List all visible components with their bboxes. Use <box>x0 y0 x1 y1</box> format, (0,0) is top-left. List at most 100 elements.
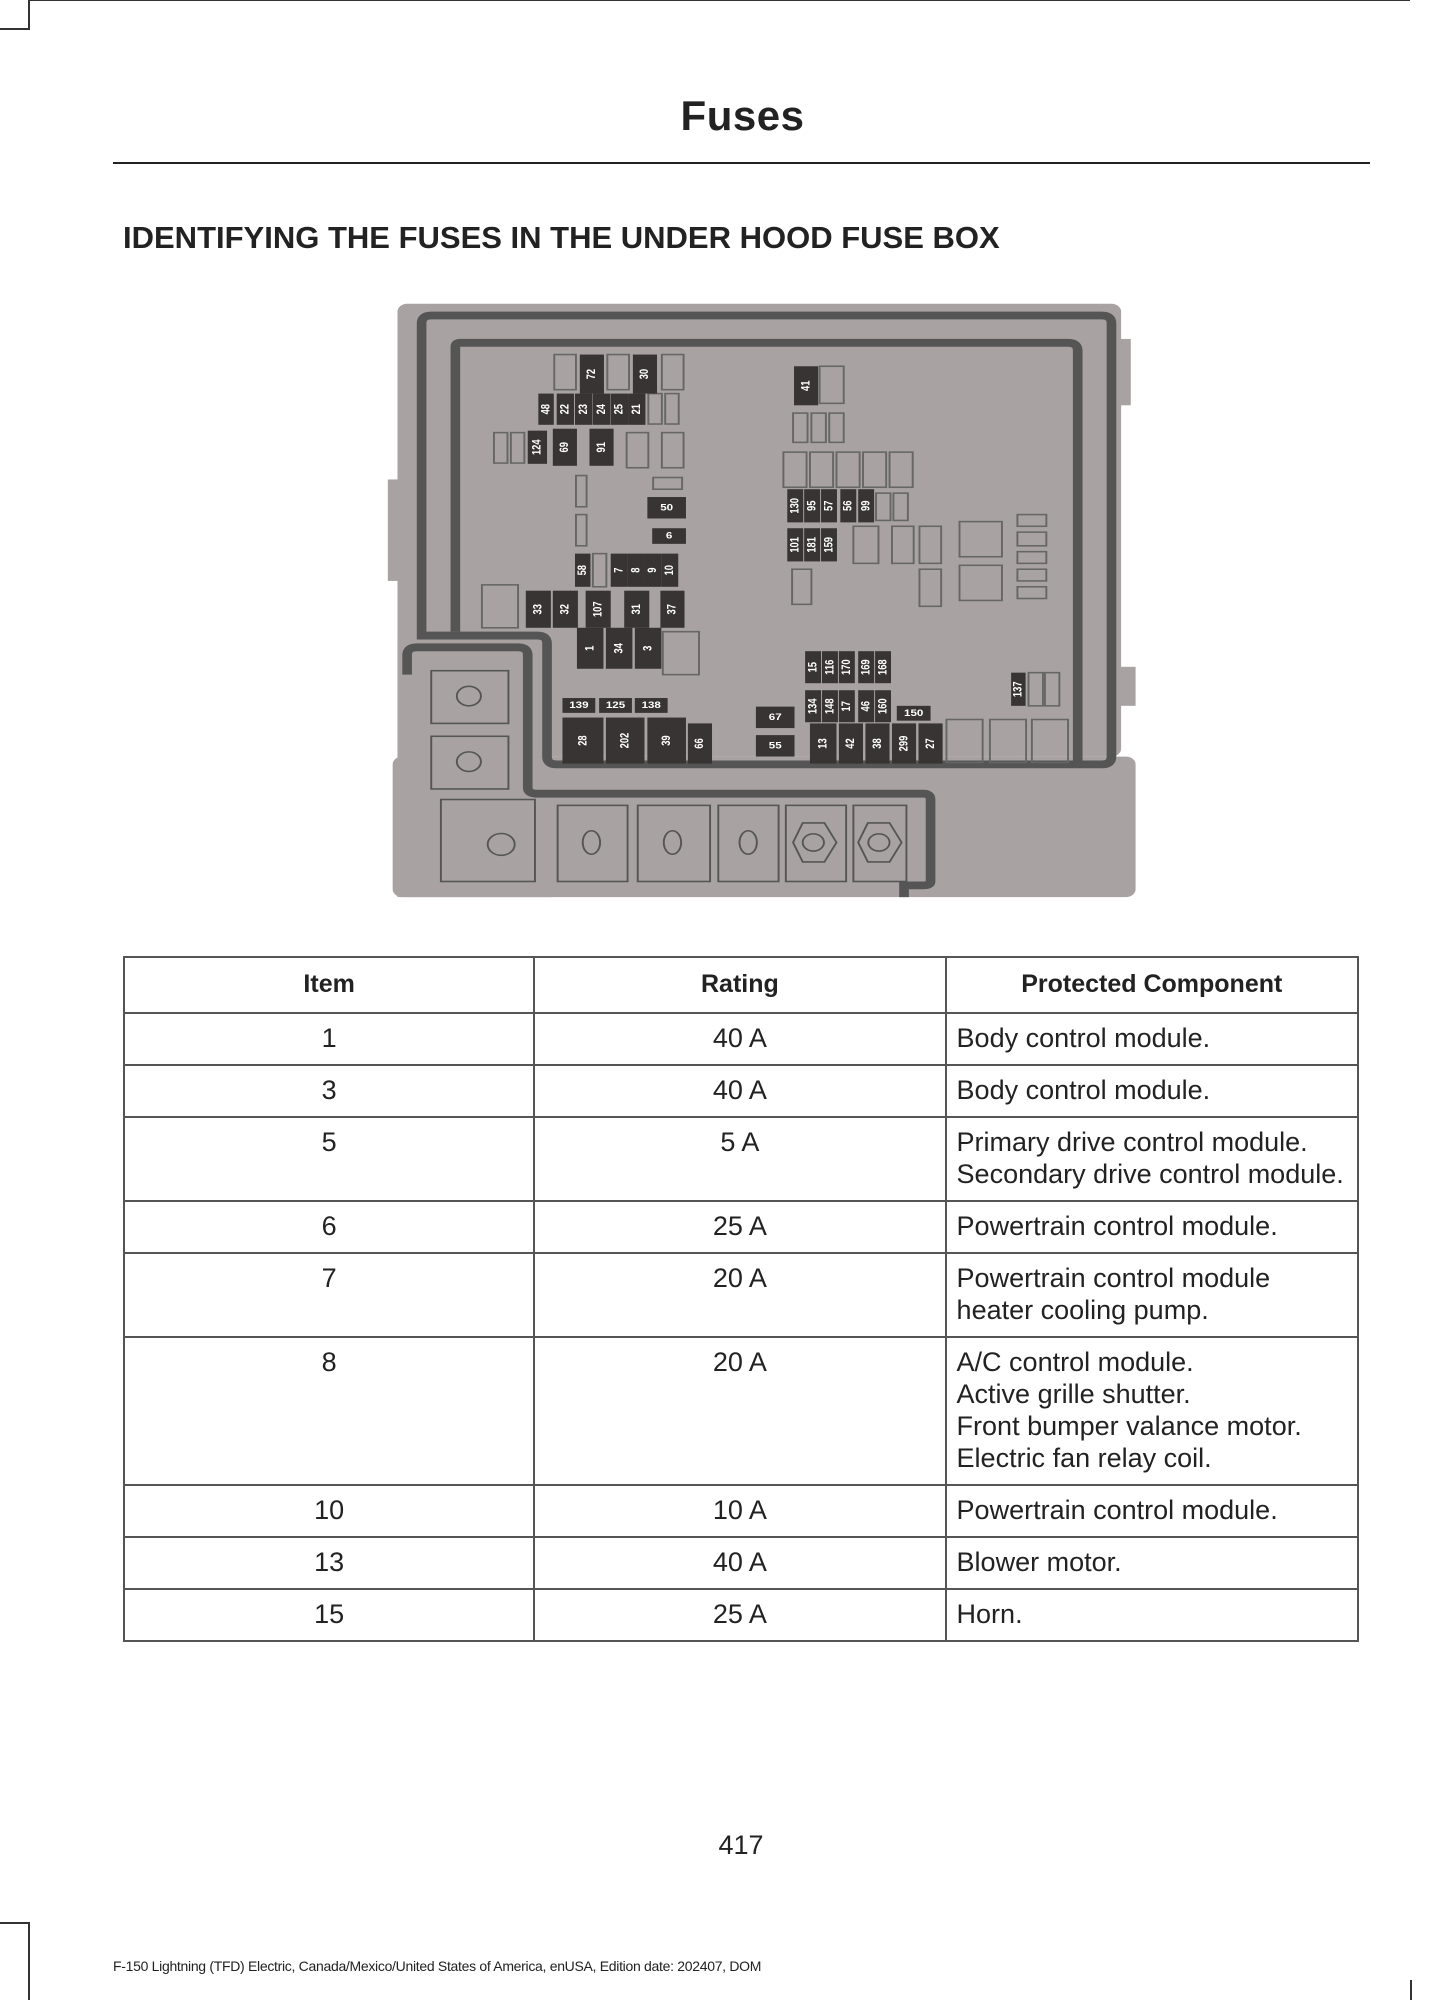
fuse-label: 91 <box>595 442 608 453</box>
protected-component-cell: Body control module. <box>944 1064 1360 1118</box>
fuse-body <box>579 354 604 394</box>
fuse: 159 <box>821 528 837 562</box>
fuse-label: 57 <box>822 500 835 511</box>
fuse: 168 <box>875 651 891 684</box>
fuse-label: 1 <box>584 646 597 651</box>
fuse-body <box>755 706 795 729</box>
fuse-label: 99 <box>860 500 873 511</box>
fuse-body <box>605 717 645 764</box>
fuse-body <box>821 489 837 523</box>
fuse-body <box>822 651 838 684</box>
fuse-label: 33 <box>532 604 545 615</box>
fuse-label: 137 <box>1012 681 1025 697</box>
fuse-label: 116 <box>823 660 836 675</box>
item-cell: 6 <box>122 1200 536 1254</box>
protected-component-cell: A/C control module.Active grille shutter… <box>944 1336 1360 1486</box>
fuse-body <box>647 717 686 764</box>
fuse: 99 <box>858 489 875 523</box>
item-cell: 5 <box>122 1116 536 1202</box>
fuse: 34 <box>605 627 633 669</box>
rating-cell: 10 A <box>533 1484 947 1538</box>
rating-cell: 40 A <box>533 1064 947 1118</box>
fuse-label: 168 <box>876 659 889 675</box>
fuse: 101 <box>787 528 804 562</box>
fuse-label: 7 <box>613 567 626 572</box>
fuse: 58 <box>575 553 591 587</box>
fuse-body <box>822 690 838 723</box>
fuse-label: 46 <box>860 701 873 712</box>
fuse: 50 <box>647 497 686 519</box>
fuse-label: 39 <box>660 735 673 746</box>
item-cell: 8 <box>122 1336 536 1486</box>
page-title: Fuses <box>680 92 805 139</box>
fuse-body <box>589 428 614 466</box>
fuse-body <box>918 723 943 764</box>
component-line: Front bumper valance motor. <box>956 1411 1302 1441</box>
fuse-body <box>634 698 668 713</box>
fuse-label: 6 <box>666 531 673 542</box>
component-line: Powertrain control module heater cooling… <box>956 1263 1271 1325</box>
crop-mark <box>28 1922 30 2000</box>
fuse: 116 <box>822 651 838 684</box>
fuse-body <box>821 528 837 562</box>
fuse-label: 22 <box>559 404 572 415</box>
fuse-label: 55 <box>769 741 782 752</box>
component-line: Blower motor. <box>956 1547 1122 1577</box>
fuse-label: 28 <box>576 735 589 746</box>
rating-cell: 25 A <box>533 1200 947 1254</box>
fuse-body <box>858 489 875 523</box>
protected-component-cell: Horn. <box>944 1588 1360 1642</box>
fuse-label: 3 <box>641 646 654 651</box>
fuse-body <box>628 393 646 425</box>
fuse-body <box>575 393 593 425</box>
item-cell: 7 <box>122 1252 536 1338</box>
fuse-body <box>858 690 875 723</box>
item-cell: 13 <box>122 1536 536 1590</box>
fuse-body <box>632 354 658 394</box>
component-line: Body control module. <box>956 1075 1211 1105</box>
fuse-label: 15 <box>806 662 819 673</box>
fuse-body <box>891 723 917 764</box>
fuse-body <box>644 553 662 587</box>
fuse: 181 <box>804 528 821 562</box>
fuse-body <box>647 497 686 519</box>
fuse: 17 <box>838 690 855 723</box>
protected-component-cell: Primary drive control module.Secondary d… <box>944 1116 1360 1202</box>
fuse-label: 50 <box>660 502 673 513</box>
fuse: 67 <box>755 706 795 729</box>
fuse: 57 <box>821 489 837 523</box>
fuse: 107 <box>585 590 611 628</box>
fuse: 134 <box>805 690 822 723</box>
fuse-label: 58 <box>576 565 589 576</box>
fuse: 6 <box>652 528 686 544</box>
component-line: Powertrain control module. <box>956 1211 1278 1241</box>
fuse-body <box>556 393 575 425</box>
fuse-body <box>838 690 855 723</box>
fuse-body <box>610 393 629 425</box>
fuse: 33 <box>525 590 551 628</box>
fuse-body <box>624 590 650 628</box>
fuse: 38 <box>865 723 890 764</box>
crop-mark <box>28 0 1410 1</box>
fuse: 41 <box>794 366 819 406</box>
fuse-body <box>794 366 819 406</box>
fuse-label: 37 <box>666 604 679 615</box>
fuse: 130 <box>787 489 804 523</box>
fuse-body <box>687 723 713 764</box>
protected-component-cell: Blower motor. <box>944 1536 1360 1590</box>
component-line: Electric fan relay coil. <box>956 1443 1212 1473</box>
rating-cell: 5 A <box>533 1116 947 1202</box>
fuse: 72 <box>579 354 604 394</box>
component-line: Body control module. <box>956 1023 1211 1053</box>
component-line: Powertrain control module. <box>956 1495 1278 1525</box>
fuse-label: 139 <box>569 700 588 711</box>
fuse: 22 <box>556 393 575 425</box>
fuse-body <box>804 528 821 562</box>
item-cell: 1 <box>122 1012 536 1066</box>
fuse: 125 <box>599 698 632 713</box>
